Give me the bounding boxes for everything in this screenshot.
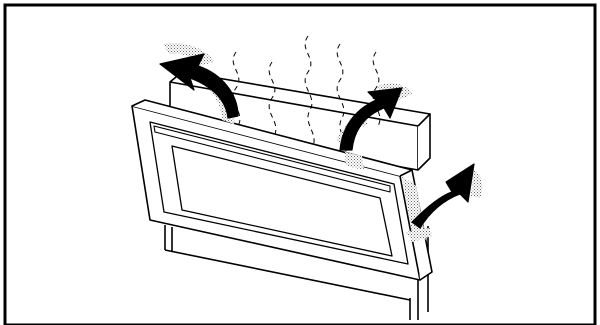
heat-waves bbox=[232, 35, 381, 157]
curved-arrow-icon bbox=[339, 87, 403, 151]
wavy-line-icon bbox=[372, 51, 381, 127]
figure-border bbox=[3, 3, 597, 325]
airflow-arrows bbox=[159, 53, 475, 229]
door-edge-shading bbox=[345, 152, 364, 170]
curved-arrow-icon bbox=[411, 163, 475, 229]
open-door-panel bbox=[131, 99, 433, 281]
wavy-line-icon bbox=[268, 61, 277, 137]
wavy-line-icon bbox=[336, 43, 347, 157]
curved-arrow-icon bbox=[159, 53, 239, 119]
wavy-line-icon bbox=[304, 35, 315, 149]
wavy-line-icon bbox=[232, 51, 241, 127]
